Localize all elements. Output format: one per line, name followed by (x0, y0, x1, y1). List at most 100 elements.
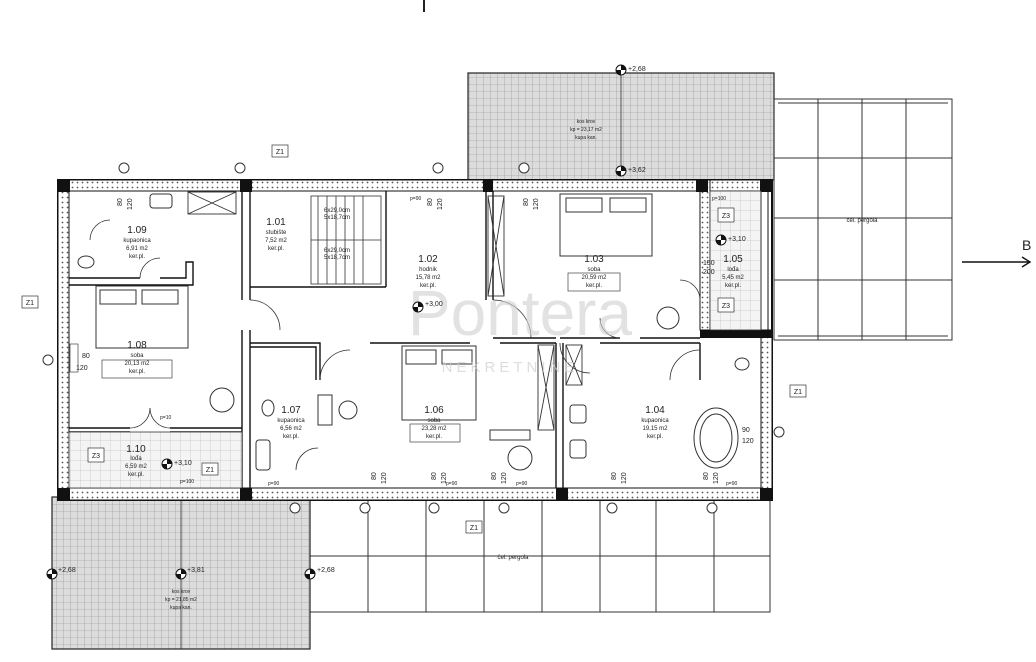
svg-text:+3,81: +3,81 (187, 567, 205, 574)
room-1-03-id: 1.03 (584, 254, 604, 265)
svg-text:120: 120 (501, 472, 508, 484)
room-1-08-id: 1.08 (127, 340, 147, 351)
room-1-01-id: 1.01 (266, 217, 286, 228)
svg-text:+3,00: +3,00 (425, 301, 443, 308)
window-tag: Z3 (717, 297, 735, 313)
svg-text:120: 120 (441, 472, 448, 484)
beds (95, 193, 653, 421)
room-1-03-name: soba (587, 267, 601, 273)
room-1-01-name: stubište (266, 230, 287, 236)
room-1-07-name: kupaonica (277, 418, 305, 424)
room-1-04-name: kupaonica (641, 418, 669, 424)
room-1-05-name: lođa (727, 267, 739, 273)
svg-text:150: 150 (703, 260, 715, 267)
svg-text:120: 120 (742, 438, 754, 445)
room-1-04-area: 19,15 m2 (642, 426, 668, 432)
room-1-10-area: 6,59 m2 (125, 464, 147, 470)
room-1-02-name: hodnik (419, 267, 438, 273)
roof-top-labels: kos krov kp = 23,17 m2 kupa kan. (570, 119, 602, 141)
svg-text:Z1: Z1 (276, 149, 284, 156)
watermark-main: Pontera (408, 277, 633, 349)
svg-text:80: 80 (611, 472, 618, 480)
room-1-03-floor: ker.pl. (586, 283, 602, 289)
svg-text:80: 80 (371, 472, 378, 480)
svg-text:p=100: p=100 (712, 196, 726, 202)
svg-text:p=100: p=100 (180, 479, 194, 485)
svg-text:Z3: Z3 (722, 213, 730, 220)
room-1-03-area: 20,59 m2 (581, 275, 607, 281)
label-boxes (69, 272, 621, 443)
svg-text:90: 90 (742, 427, 750, 434)
window-tag: Z1 (789, 384, 807, 398)
svg-text:+2,68: +2,68 (317, 567, 335, 574)
svg-text:p=90: p=90 (268, 481, 279, 487)
window-tag: Z3 (717, 207, 735, 223)
room-1-09-area: 6,91 m2 (126, 246, 148, 252)
svg-text:Z1: Z1 (206, 467, 214, 474)
window-tag: Z1 (21, 295, 39, 309)
pergola-label-right: čel. pergola (846, 218, 878, 224)
roof-bottom-title: kos krov (172, 589, 191, 595)
level-marker-loggia-right: +3,10 (715, 234, 746, 246)
room-1-06-id: 1.06 (424, 405, 444, 416)
svg-text:120: 120 (533, 198, 540, 210)
roof-top (467, 72, 775, 181)
svg-text:+3,10: +3,10 (728, 236, 746, 243)
room-1-10-floor: ker.pl. (128, 472, 144, 478)
pergola-right (773, 98, 953, 341)
roof-bottom-area: kp = 21,85 m2 (165, 597, 197, 603)
room-1-08-name: soba (130, 353, 144, 359)
level-marker-roof-top-edge: +2,68 (615, 64, 646, 76)
column-markers (42, 162, 785, 514)
svg-text:120: 120 (76, 365, 88, 372)
roof-top-title: kos krov (577, 119, 596, 125)
pergola-label-bottom: čel. pergola (497, 555, 529, 561)
svg-text:80: 80 (523, 198, 530, 206)
svg-text:+3,10: +3,10 (174, 460, 192, 467)
svg-text:Z1: Z1 (470, 525, 478, 532)
level-marker-roof-top-ridge: +3,62 (615, 165, 646, 177)
svg-text:+3,62: +3,62 (628, 167, 646, 174)
level-markers: +3,00 +3,10 +3,10 +2,68 +3,62 +2,68 (46, 64, 746, 580)
roof-top-area: kp = 23,17 m2 (570, 127, 602, 133)
level-marker-roof-bottom-left: +2,68 (46, 567, 76, 580)
svg-text:200: 200 (703, 269, 715, 276)
exterior-walls (57, 179, 773, 501)
svg-text:120: 120 (621, 472, 628, 484)
watermark-sub: NEKRETNINE (442, 359, 579, 376)
svg-text:120: 120 (437, 198, 444, 210)
room-1-06-name: soba (427, 418, 441, 424)
room-1-09-name: kupaonica (123, 238, 151, 244)
svg-text:Z3: Z3 (722, 303, 730, 310)
svg-text:Z1: Z1 (26, 300, 34, 307)
svg-text:120: 120 (713, 472, 720, 484)
window-tag: Z1 (201, 462, 219, 476)
room-1-04-floor: ker.pl. (647, 434, 663, 440)
room-1-10-name: lođa (130, 456, 142, 462)
svg-text:80: 80 (491, 472, 498, 480)
room-1-08-floor: ker.pl. (129, 369, 145, 375)
doors (89, 219, 701, 471)
room-1-04-id: 1.04 (645, 405, 665, 416)
svg-text:80: 80 (703, 472, 710, 480)
svg-text:p=90: p=90 (516, 481, 527, 487)
room-1-09-id: 1.09 (127, 225, 147, 236)
dimension-labels: 80 120 80 120 80 120 80 120 150 200 90 1… (76, 196, 754, 487)
room-1-06-floor: ker.pl. (426, 434, 442, 440)
pergola-bottom (309, 499, 771, 613)
level-marker-loggia-left: +3,10 (161, 458, 192, 470)
level-marker-floor: +3,00 (412, 301, 443, 313)
svg-text:+2,68: +2,68 (58, 567, 76, 574)
room-1-07-area: 6,56 m2 (280, 426, 302, 432)
svg-text:+2,68: +2,68 (628, 66, 646, 73)
room-1-08-area: 20,13 m2 (124, 361, 150, 367)
window-tags: Z1 Z1 Z1 Z1 Z1 Z3 Z3 Z3 (21, 144, 807, 534)
svg-text:80: 80 (82, 353, 90, 360)
room-1-05-floor: ker.pl. (725, 283, 741, 289)
room-1-01-area: 7,52 m2 (265, 238, 287, 244)
window-tag: Z3 (87, 447, 105, 463)
level-marker-roof-bottom-ridge: +3,81 (175, 567, 205, 580)
room-1-07-floor: ker.pl. (283, 434, 299, 440)
fixtures (77, 193, 750, 471)
